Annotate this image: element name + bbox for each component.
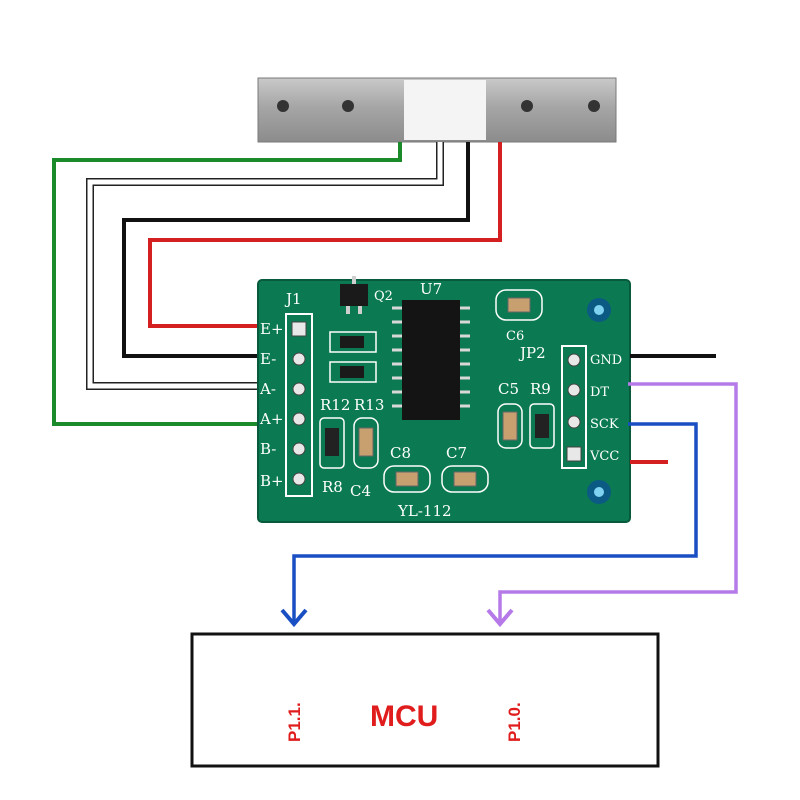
mounting-hole — [588, 100, 600, 112]
header-jp2 — [561, 345, 587, 469]
wire-dt — [498, 382, 738, 622]
hx711-board: J1 E+ E- A- A+ B- B+ Q2 U7 — [257, 276, 631, 523]
pin-label-sck: SCK — [590, 417, 619, 432]
header-j1 — [285, 313, 313, 497]
pin-label-gnd: GND — [590, 353, 622, 368]
pin — [567, 353, 581, 367]
wire-black — [122, 142, 470, 358]
mcu-block: MCU P1.1. P1.0. — [190, 632, 660, 768]
capacitor-c5 — [502, 411, 518, 441]
chip-u7 — [392, 300, 470, 420]
resistor-r9 — [535, 414, 549, 438]
pin-square — [566, 446, 582, 462]
mcu-box — [190, 632, 660, 768]
pin-label-vcc: VCC — [589, 449, 619, 464]
label-r12: R12 — [320, 396, 350, 414]
ic-hx711 — [402, 300, 460, 420]
pin — [292, 352, 306, 366]
pin — [567, 383, 581, 397]
pin — [567, 415, 581, 429]
pin-label-e-plus: E+ — [260, 320, 284, 338]
load-cell-strain-gauge — [404, 80, 486, 140]
label-r13: R13 — [354, 396, 384, 414]
load-cell — [257, 77, 617, 143]
pin-label-dt: DT — [590, 385, 609, 400]
mounting-hole — [277, 100, 289, 112]
board-name: YL-112 — [397, 502, 452, 520]
label-c6: C6 — [506, 329, 524, 344]
capacitor-c8 — [395, 471, 419, 487]
arrow-sck-icon — [280, 608, 308, 628]
mounting-hole — [342, 100, 354, 112]
mcu-pin-dt-label: P1.0. — [505, 702, 524, 742]
j1-pins — [291, 321, 307, 486]
wire-white — [87, 142, 443, 389]
transistor-q2 — [340, 284, 368, 306]
label-c8: C8 — [390, 444, 411, 462]
label-r8: R8 — [322, 478, 343, 496]
arrow-dt-icon — [486, 608, 514, 628]
pin-label-a-plus: A+ — [259, 410, 283, 428]
label-j1: J1 — [284, 290, 302, 308]
diode — [340, 336, 364, 348]
label-c7: C7 — [446, 444, 467, 462]
pin — [292, 442, 306, 456]
pin-square — [291, 321, 307, 337]
wire-sck — [292, 422, 698, 622]
label-q2: Q2 — [374, 289, 393, 304]
capacitor-c7 — [453, 471, 477, 487]
diode — [340, 366, 364, 378]
pin — [292, 412, 306, 426]
pin — [292, 382, 306, 396]
label-u7: U7 — [420, 280, 442, 298]
mcu-pin-sck-label: P1.1. — [285, 702, 304, 742]
pin-label-a-minus: A- — [259, 380, 276, 398]
wire-green — [52, 142, 402, 426]
mounting-hole — [521, 100, 533, 112]
resistor-r12 — [325, 428, 339, 456]
capacitor-c6 — [507, 297, 531, 313]
pin-label-b-plus: B+ — [260, 472, 284, 490]
wire-red — [148, 142, 502, 328]
pin-label-b-minus: B- — [260, 440, 276, 458]
pin — [292, 472, 306, 486]
label-c5: C5 — [498, 380, 519, 398]
resistor-r13 — [358, 427, 374, 457]
mcu-label: MCU — [370, 700, 438, 733]
pin-label-e-minus: E- — [260, 350, 276, 368]
label-jp2: JP2 — [518, 344, 546, 362]
label-r9: R9 — [530, 380, 551, 398]
label-c4: C4 — [350, 482, 371, 500]
